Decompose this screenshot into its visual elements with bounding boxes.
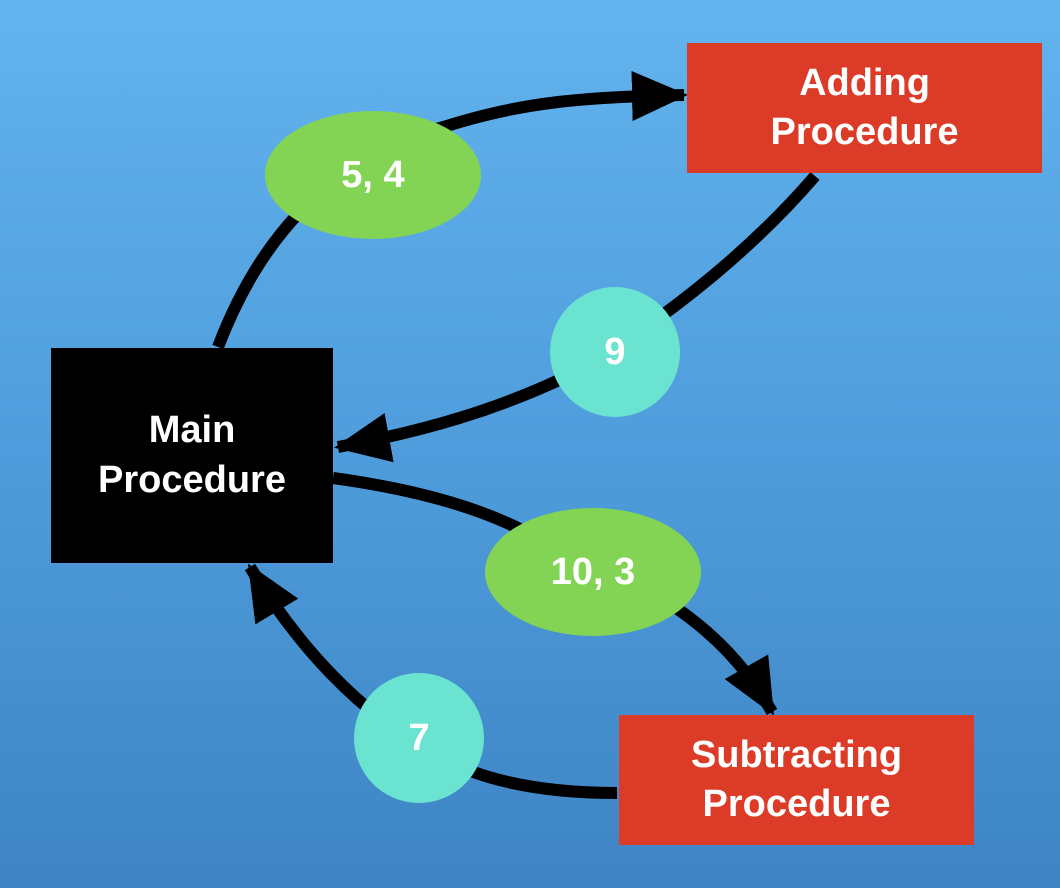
adding-procedure-label-line1: Adding: [799, 61, 930, 104]
args-bubble-subtracting: 10, 3: [485, 508, 701, 636]
result-bubble-subtracting-label: 7: [408, 716, 430, 759]
result-bubble-subtracting: 7: [354, 673, 484, 803]
subtracting-procedure-node: Subtracting Procedure: [619, 715, 974, 845]
main-procedure-node: Main Procedure: [51, 348, 333, 563]
args-bubble-adding: 5, 4: [265, 111, 481, 239]
subtracting-procedure-label-line2: Procedure: [702, 783, 891, 825]
main-procedure-label-line2: Procedure: [98, 458, 286, 501]
main-procedure-label-line1: Main: [148, 409, 236, 452]
adding-procedure-node: Adding Procedure: [687, 43, 1042, 173]
adding-procedure-label-line2: Procedure: [770, 111, 959, 153]
args-bubble-adding-label: 5, 4: [341, 153, 405, 196]
result-bubble-adding: 9: [550, 287, 680, 417]
result-bubble-adding-label: 9: [604, 330, 626, 373]
args-bubble-subtracting-label: 10, 3: [550, 550, 636, 593]
subtracting-procedure-label-line1: Subtracting: [690, 733, 903, 776]
